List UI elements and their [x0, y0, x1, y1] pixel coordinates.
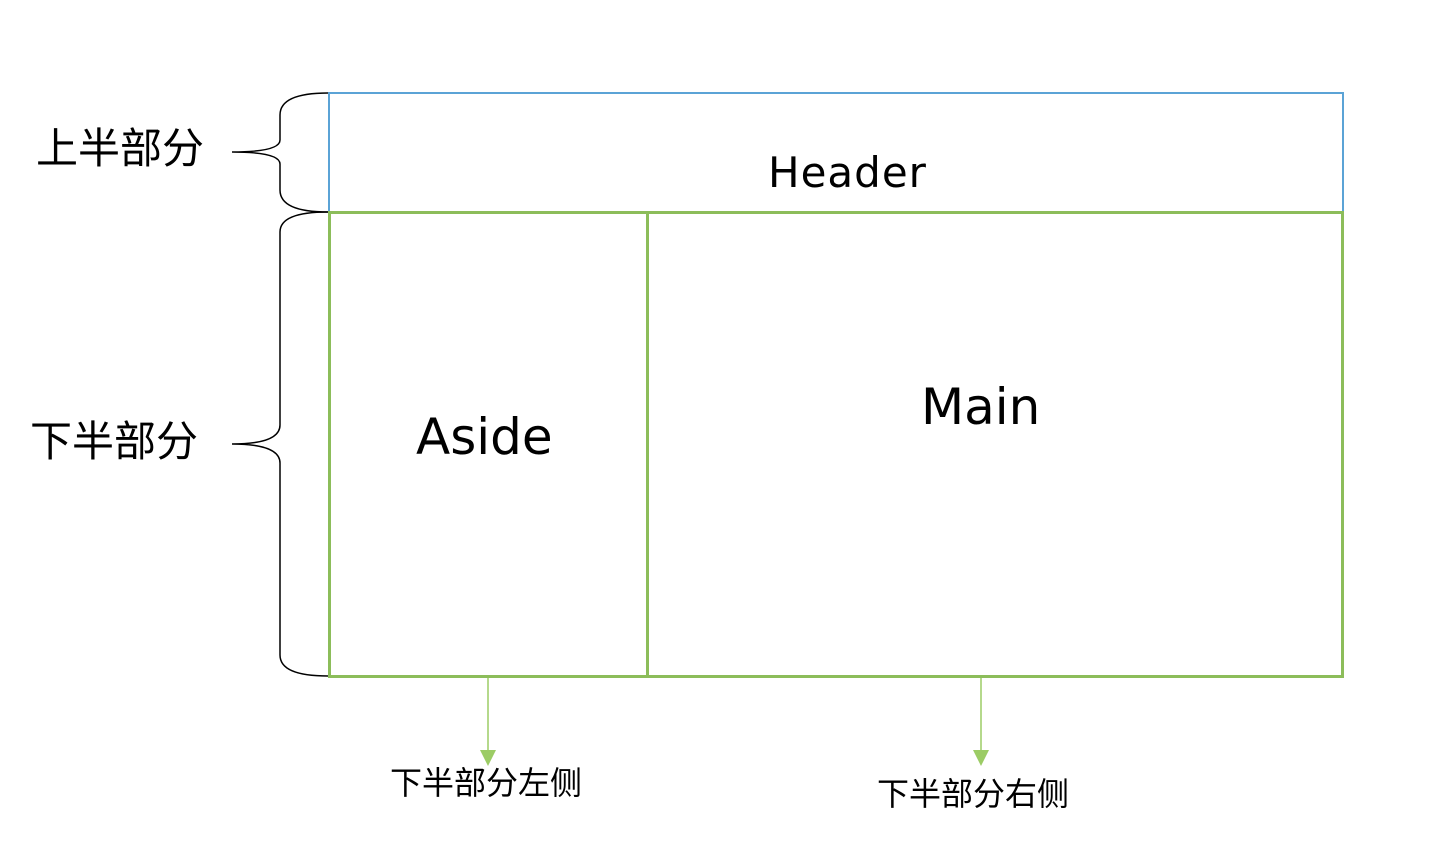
- lower-left-label: 下半部分左侧: [390, 764, 583, 802]
- lower-right-label: 下半部分右侧: [877, 775, 1070, 813]
- main-label: Main: [921, 378, 1041, 436]
- lower-brace: [231, 211, 329, 677]
- aside-label: Aside: [416, 408, 553, 466]
- lower-part-label: 下半部分: [30, 417, 199, 466]
- header-label: Header: [768, 148, 927, 197]
- upper-brace: [231, 92, 329, 213]
- upper-part-label: 上半部分: [36, 124, 205, 173]
- right-arrow-head: [973, 750, 989, 766]
- lower-box: [328, 211, 1344, 678]
- aside-main-divider: [646, 211, 649, 678]
- left-arrow-head: [480, 750, 496, 766]
